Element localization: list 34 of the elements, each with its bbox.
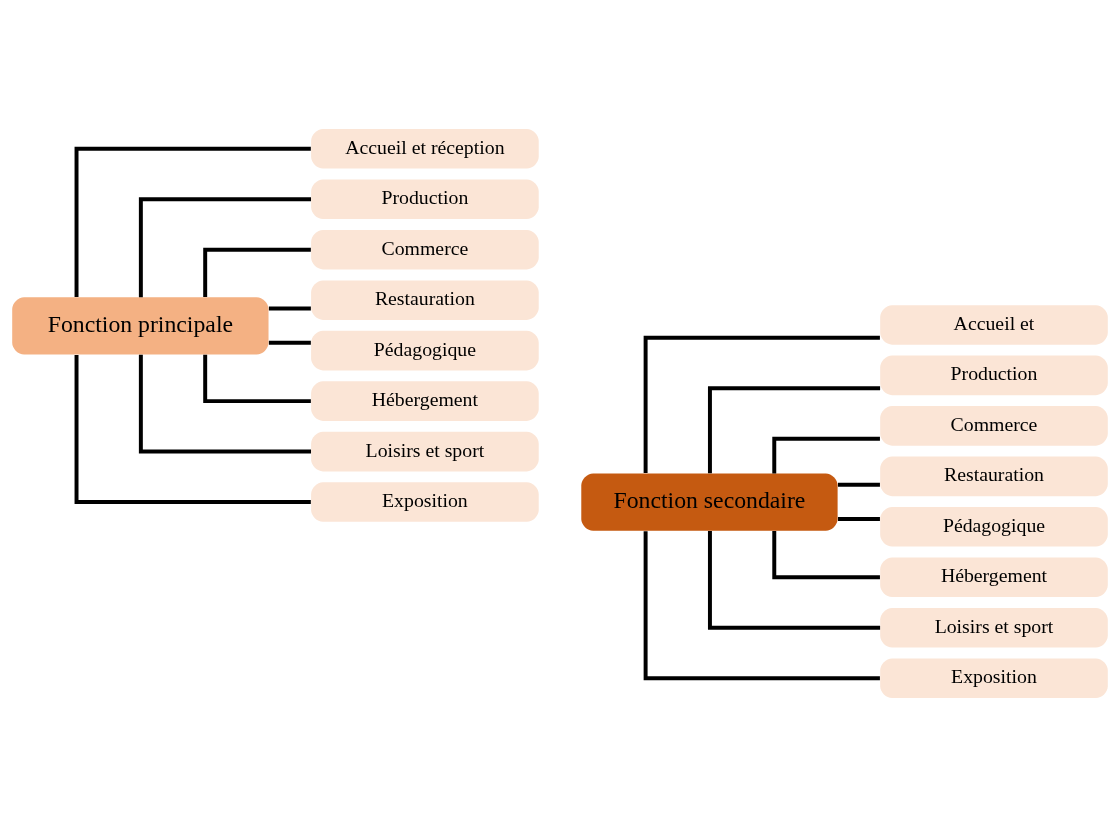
connector — [838, 516, 880, 521]
connector — [707, 530, 881, 630]
connector — [203, 247, 311, 297]
connector — [268, 340, 311, 345]
node-box: Loisirs et sport — [880, 607, 1108, 648]
connector — [707, 385, 881, 473]
node-box: Commerce — [311, 229, 539, 269]
connector — [138, 354, 311, 454]
node-box: Pédagogique — [880, 506, 1108, 547]
connector — [138, 196, 311, 297]
node-box: Hébergement — [311, 380, 539, 421]
node-box: Exposition — [311, 481, 539, 522]
node-box: Production — [311, 178, 539, 219]
node-box: Pédagogique — [311, 330, 539, 370]
connector — [838, 482, 880, 487]
connector — [772, 436, 880, 473]
node-box: Accueil et — [880, 304, 1108, 345]
node-box: Commerce — [880, 405, 1108, 446]
node-box: Restauration — [311, 279, 539, 320]
connector — [772, 530, 880, 579]
connector — [74, 146, 311, 297]
connector — [74, 354, 311, 504]
connector — [643, 530, 880, 680]
node-box: Restauration — [880, 456, 1108, 496]
node-box: Hébergement — [880, 557, 1108, 597]
node-box: Loisirs et sport — [311, 431, 539, 471]
node-box: Production — [880, 355, 1108, 395]
connector — [203, 354, 311, 403]
node-box: Exposition — [880, 657, 1108, 698]
connector — [268, 306, 311, 311]
node-box: Accueil et réception — [311, 128, 539, 169]
connector — [643, 335, 880, 473]
node-box: Fonction principale — [12, 296, 269, 355]
node-box: Fonction secondaire — [581, 472, 838, 531]
